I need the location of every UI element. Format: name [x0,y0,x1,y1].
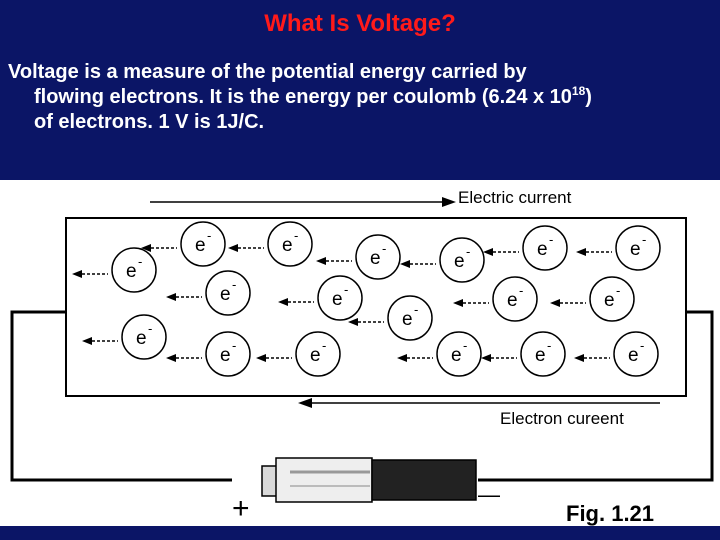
electron: e- [228,221,313,267]
electron-charge: - [207,228,211,243]
battery-body-light [275,457,373,503]
body-line-1: Voltage is a measure of the potential en… [8,61,527,83]
electric-current-label: Electric current [458,188,572,207]
electrons-group: e-e-e-e-e-e-e-e-e-e-e-e-e-e-e-e-e-e- [72,221,661,377]
electron-label: e [604,290,615,311]
electron: e- [453,276,538,322]
positive-terminal-sign: + [232,492,250,525]
electron-current-arrow [298,398,660,408]
electron-label: e [310,345,321,366]
slide-title: What Is Voltage? [264,10,456,37]
electron: e- [82,314,167,360]
electron-current-label: Electron cureent [500,409,624,428]
electron: e- [316,234,401,280]
electron-charge: - [382,241,386,256]
electron: e- [400,237,485,283]
electron-label: e [628,345,639,366]
electron-charge: - [642,232,646,247]
electron-label: e [535,345,546,366]
conductor-box [65,217,687,397]
electron-label: e [454,251,465,272]
electron-label: e [507,290,518,311]
drift-arrow-head [481,354,491,362]
electron-label: e [332,289,343,310]
electron-label: e [402,309,413,330]
circuit-figure: Electric current Electron cureent e-e-e-… [0,180,720,526]
battery-body-dark [371,459,477,501]
electron-label: e [630,239,641,260]
electron-label: e [282,235,293,256]
electron: e- [166,331,251,377]
drift-arrow-head [72,270,82,278]
body-line-2-close: ) [585,86,592,108]
drift-arrow-head [278,298,288,306]
negative-terminal-sign: — [478,482,500,507]
electron-charge: - [322,338,326,353]
left-wire [10,310,232,482]
drift-arrow-head [550,299,560,307]
electron: e- [576,225,661,271]
drift-arrow-head [82,337,92,345]
drift-arrow-head [397,354,407,362]
drift-arrow-head [256,354,266,362]
electron-charge: - [414,302,418,317]
electron-charge: - [148,321,152,336]
electron: e- [483,225,568,271]
drift-arrow-head [576,248,586,256]
electric-current-arrow [150,197,456,207]
electron: e- [481,331,566,377]
drift-arrow-head [141,244,151,252]
body-line-2-text: flowing electrons. It is the energy per … [34,86,572,108]
electron: e- [256,331,341,377]
drift-arrow-head [400,260,410,268]
drift-arrow-head [166,354,176,362]
body-line-2: flowing electrons. It is the energy per … [8,85,716,110]
electron: e- [166,270,251,316]
electron-label: e [126,261,137,282]
electron: e- [397,331,482,377]
electron-label: e [537,239,548,260]
electron: e- [141,221,226,267]
electron-charge: - [138,254,142,269]
drift-arrow-head [574,354,584,362]
figure-caption: Fig. 1.21 [566,501,654,526]
electron: e- [348,295,433,341]
circuit-wires [10,217,714,482]
electron-label: e [220,284,231,305]
electron-label: e [136,328,147,349]
electron-charge: - [232,277,236,292]
electron: e- [72,247,157,293]
electron-charge: - [616,283,620,298]
right-wire [478,310,714,482]
electron-charge: - [232,338,236,353]
drift-arrow-head [228,244,238,252]
circuit-diagram: Electric current Electron cureent e-e-e-… [10,188,714,526]
drift-arrow-head [316,257,326,265]
bottom-bar [0,526,720,540]
electron-label: e [220,345,231,366]
electron-charge: - [463,338,467,353]
electron-charge: - [547,338,551,353]
electron-label: e [370,248,381,269]
electron: e- [278,275,363,321]
slide-body-text: Voltage is a measure of the potential en… [8,60,716,135]
drift-arrow-head [483,248,493,256]
body-line-3: of electrons. 1 V is 1J/C. [34,111,265,133]
battery [261,457,477,503]
electron-charge: - [294,228,298,243]
electron-charge: - [640,338,644,353]
drift-arrow-head [348,318,358,326]
electron-charge: - [344,282,348,297]
electron: e- [550,276,635,322]
electron-charge: - [519,283,523,298]
electron: e- [574,331,659,377]
electron-charge: - [466,244,470,259]
electron-charge: - [549,232,553,247]
drift-arrow-head [453,299,463,307]
electron-label: e [195,235,206,256]
drift-arrow-head [166,293,176,301]
electron-label: e [451,345,462,366]
exponent-18: 18 [571,84,586,98]
